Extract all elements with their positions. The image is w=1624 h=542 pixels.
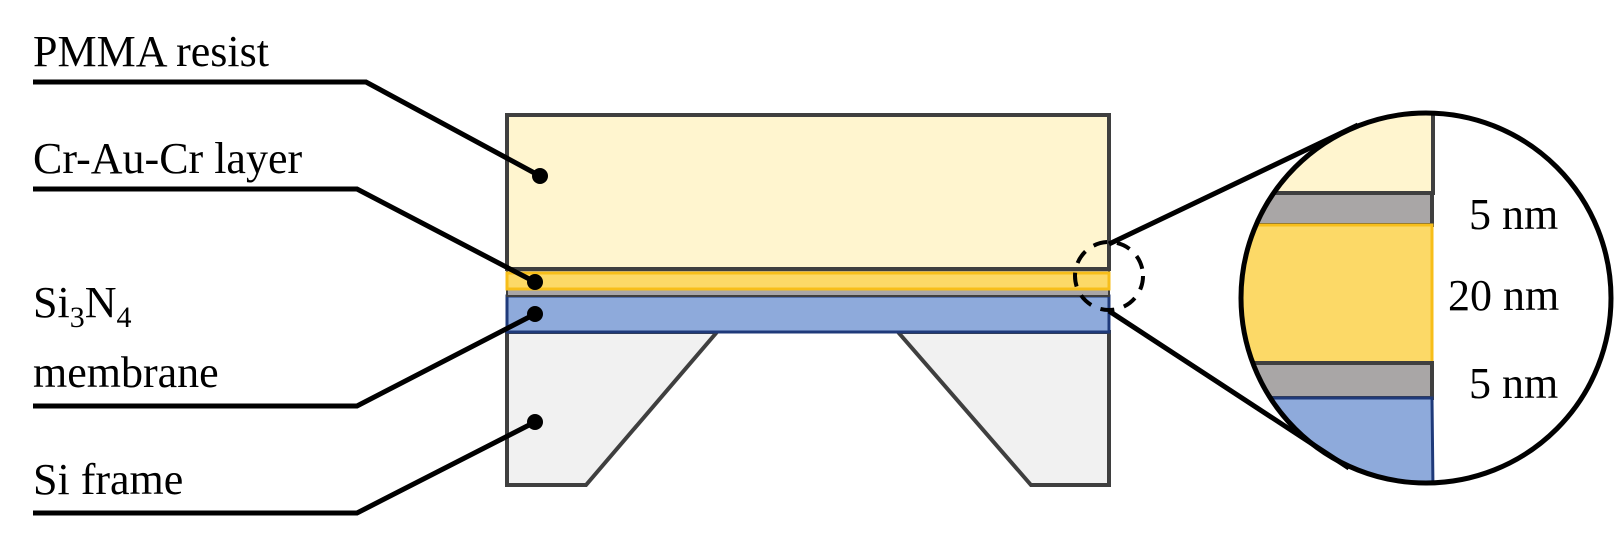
cr-au-cr-label: Cr-Au-Cr layer bbox=[33, 134, 302, 183]
si-frame-shape bbox=[893, 330, 1111, 487]
si-frame-marker-dot bbox=[527, 414, 543, 430]
zoom-bottom-cr-region bbox=[1241, 361, 1434, 400]
si3n4-leader-line bbox=[33, 311, 537, 409]
membrane-label: membrane bbox=[33, 348, 219, 397]
au-thickness-label: 20 nm bbox=[1448, 271, 1559, 320]
si-frame-label: Si frame bbox=[33, 455, 183, 504]
zoom-au-region bbox=[1241, 223, 1434, 365]
pmma-resist-label: PMMA resist bbox=[33, 27, 269, 76]
cr-au-cr-leader-line bbox=[33, 186, 537, 285]
si3n4-label-si: Si bbox=[33, 278, 70, 327]
si3n4-label-sub3: 3 bbox=[70, 301, 85, 334]
si3n4-label-n: N bbox=[85, 278, 117, 327]
top-cr-thickness-label: 5 nm bbox=[1469, 190, 1558, 239]
zoom-circle bbox=[1238, 110, 1614, 486]
si-frame-shape bbox=[505, 330, 722, 487]
zoom-connector-line bbox=[1107, 308, 1351, 471]
si3n4-marker-dot bbox=[527, 306, 543, 322]
si3n4-label: Si3N4 bbox=[33, 278, 131, 334]
cr-au-cr-marker-dot bbox=[527, 274, 543, 290]
zoom-inset bbox=[1241, 113, 1611, 483]
pmma-marker-dot bbox=[532, 168, 548, 184]
si3n4-membrane-layer bbox=[505, 294, 1111, 334]
gold-layer bbox=[505, 271, 1111, 291]
zoom-pmma-region bbox=[1241, 113, 1432, 196]
pmma-resist-layer bbox=[505, 113, 1111, 271]
bottom-cr-thickness-label: 5 nm bbox=[1469, 359, 1558, 408]
pmma-leader-line bbox=[33, 79, 542, 179]
zoom-source-marker bbox=[1073, 240, 1145, 312]
si-frame-leader-line bbox=[33, 419, 537, 516]
zoom-connector-line bbox=[1107, 122, 1360, 247]
si3n4-label-sub4: 4 bbox=[116, 301, 131, 334]
